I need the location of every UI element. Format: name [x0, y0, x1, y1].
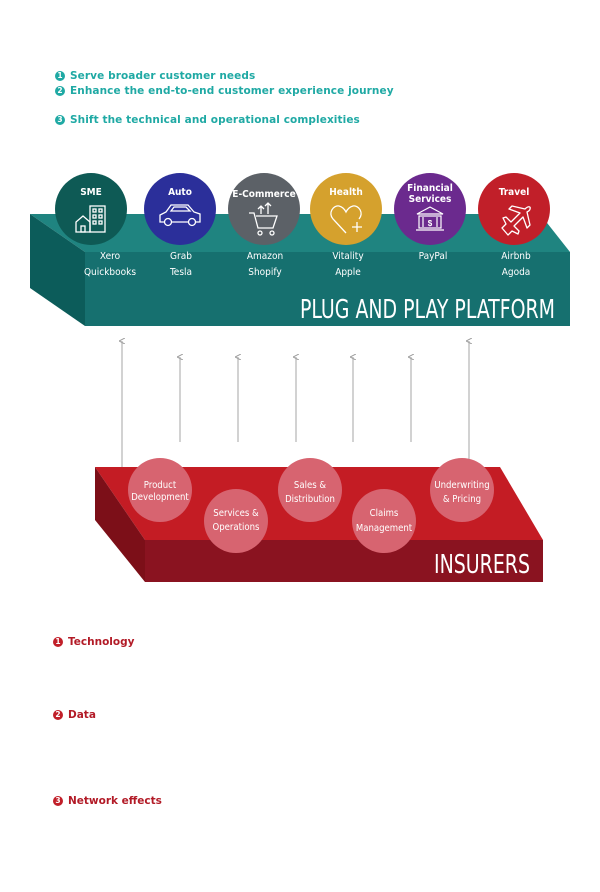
- advantage-text: Data: [68, 709, 96, 721]
- sector-travel[interactable]: Travel: [478, 173, 550, 245]
- function-label: Sales &: [294, 480, 326, 491]
- advantage-item: 2 Data: [53, 709, 96, 721]
- heart-plus-icon: [330, 205, 362, 234]
- company-name: Tesla: [169, 267, 192, 278]
- function-label: Product: [144, 480, 177, 491]
- function-sales-distribution[interactable]: Sales & Distribution: [278, 458, 342, 522]
- dollar-sign-icon: $: [428, 219, 433, 228]
- function-label: Management: [356, 523, 413, 534]
- sector-sme[interactable]: SME: [55, 173, 127, 245]
- goal-item: 2 Enhance the end-to-end customer experie…: [55, 85, 394, 97]
- connector-lines: [122, 341, 469, 468]
- sector-ecommerce[interactable]: E-Commerce: [228, 173, 300, 245]
- sector-name: Auto: [168, 187, 192, 198]
- advantage-text: Network effects: [68, 795, 162, 807]
- advantage-number: 3: [53, 796, 63, 806]
- company-name: Shopify: [248, 267, 282, 278]
- function-label: Distribution: [285, 494, 335, 505]
- insurers-front-face: [145, 540, 543, 582]
- sector-health[interactable]: Health: [310, 173, 382, 245]
- goal-item: 3 Shift the technical and operational com…: [55, 114, 360, 126]
- company-name: Vitality: [332, 251, 364, 262]
- function-product-development[interactable]: Product Development: [128, 458, 192, 522]
- function-label: Operations: [213, 522, 261, 533]
- company-name: Xero: [100, 251, 121, 262]
- company-labels: Xero Quickbooks Grab Tesla Amazon Shopif…: [84, 251, 531, 278]
- function-services-operations[interactable]: Services & Operations: [204, 489, 268, 553]
- sector-financial-services[interactable]: Financial Services $: [394, 173, 466, 245]
- advantage-item: 3 Network effects: [53, 795, 162, 807]
- car-icon: [159, 204, 201, 227]
- company-name: Quickbooks: [84, 267, 136, 278]
- function-label: Claims: [370, 508, 399, 519]
- insurers-side-face: [95, 467, 145, 582]
- goal-number: 1: [55, 71, 65, 81]
- sector-name: E-Commerce: [232, 189, 295, 200]
- goal-text: Enhance the end-to-end customer experien…: [70, 85, 394, 97]
- insurer-functions: Product Development Services & Operation…: [128, 458, 494, 553]
- function-underwriting-pricing[interactable]: Underwriting & Pricing: [430, 458, 494, 522]
- sector-auto[interactable]: Auto: [144, 173, 216, 245]
- sector-name: Travel: [499, 187, 530, 198]
- goal-text: Shift the technical and operational comp…: [70, 114, 360, 126]
- goal-text: Serve broader customer needs: [70, 70, 256, 82]
- function-label: & Pricing: [443, 494, 481, 505]
- platform-side-face: [30, 214, 85, 326]
- platform-label: PLUG AND PLAY PLATFORM: [300, 295, 555, 325]
- sector-name: Health: [329, 187, 363, 198]
- sector-name: Financial: [407, 183, 453, 194]
- advantage-number: 1: [53, 637, 63, 647]
- airplane-icon: [501, 205, 531, 236]
- building-house-icon: [75, 205, 106, 233]
- advantage-text: Technology: [68, 636, 135, 648]
- shopping-cart-icon: [249, 202, 278, 236]
- goal-item: 1 Serve broader customer needs: [55, 70, 255, 82]
- sector-circles: SME Auto E-Commerce: [55, 173, 550, 245]
- sector-name: SME: [80, 187, 102, 198]
- sector-name: Services: [409, 194, 452, 205]
- company-name: Agoda: [502, 267, 531, 278]
- goal-number: 3: [55, 115, 65, 125]
- function-label: Development: [131, 492, 189, 503]
- company-name: Apple: [335, 267, 361, 278]
- bank-icon: [416, 206, 444, 231]
- platform-front-face: [85, 252, 570, 326]
- advantage-item: 1 Technology: [53, 636, 134, 648]
- goal-number: 2: [55, 86, 65, 96]
- function-label: Services &: [213, 508, 259, 519]
- function-label: Underwriting: [434, 480, 489, 491]
- insurers-label: INSURERS: [434, 550, 530, 580]
- company-name: Amazon: [247, 251, 283, 262]
- company-name: PayPal: [419, 251, 448, 262]
- function-claims-management[interactable]: Claims Management: [352, 489, 416, 553]
- company-name: Grab: [170, 251, 192, 262]
- advantage-number: 2: [53, 710, 63, 720]
- company-name: Airbnb: [501, 251, 531, 262]
